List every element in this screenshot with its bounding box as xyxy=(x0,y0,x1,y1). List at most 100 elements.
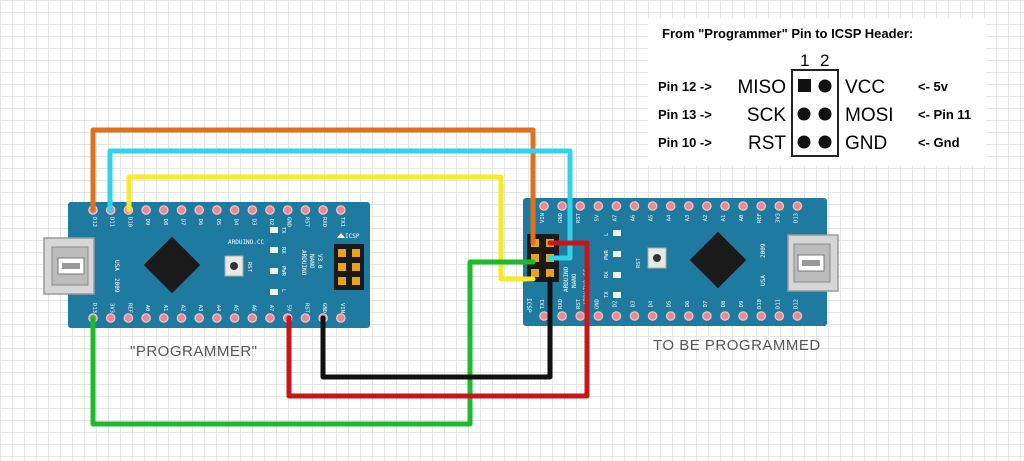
programmer-leds xyxy=(270,227,278,295)
target-bottom-pin-label: D10 xyxy=(757,299,763,309)
programmer-bottom-pad-a2 xyxy=(176,313,187,323)
target-top-pad-gnd xyxy=(557,201,567,211)
target-top-pin-label: 5V xyxy=(594,214,600,221)
programmer-led-rx: RX xyxy=(280,247,286,254)
programmer-bottom-pad-3v3 xyxy=(105,313,116,323)
programmer-top-pin-label: D3 xyxy=(250,219,256,226)
programmer-top-pin-label: D2 xyxy=(268,219,274,226)
target-bottom-pin-label: D4 xyxy=(649,300,655,307)
programmer-top-pin-label: RST xyxy=(303,217,309,228)
icsp-pin-2 xyxy=(818,79,832,93)
programmer-top-pin-label: D9 xyxy=(144,219,150,226)
programmer-bottom-pad-a3 xyxy=(194,313,204,323)
icsp-legend: From "Programmer" Pin to ICSP Header: 1 … xyxy=(648,18,986,166)
programmer-bottom-pin-label: A1 xyxy=(162,305,168,312)
wire-orange-d12-to-miso xyxy=(90,127,536,246)
legend-row-2-dest: <- Pin 11 xyxy=(918,107,971,122)
programmer-top-pin-label: D7 xyxy=(180,219,186,226)
legend-row-2-source: Pin 13 -> xyxy=(658,107,712,122)
icsp-header-outline xyxy=(791,69,839,157)
target-top-pin-label: A1 xyxy=(721,215,727,222)
target-usb-text: USA xyxy=(760,275,767,286)
legend-row-3-dest: <- Gnd xyxy=(918,135,960,150)
programmer-led-tx: TX xyxy=(280,227,286,234)
target-top-pad-3v3 xyxy=(774,201,785,211)
legend-row-3-right: GND xyxy=(845,133,887,154)
target-bottom-pin-label: D2 xyxy=(612,301,618,308)
target-leds xyxy=(613,230,621,298)
programmer-bottom-pad-a5 xyxy=(229,313,240,323)
target-bottom-pin-label: TX1 xyxy=(540,299,546,309)
wire-green-d13-to-sck xyxy=(90,259,536,427)
target-bottom-pin-label: RXO xyxy=(558,299,564,309)
legend-row-1-dest: <- 5v xyxy=(918,79,949,94)
target-top-pin-label: D13 xyxy=(793,213,799,223)
target-top-pad-a6 xyxy=(629,201,640,211)
target-bottom-pin-label: D3 xyxy=(631,301,637,308)
programmer-reset-knob xyxy=(230,262,238,270)
target-top-pad-a2 xyxy=(702,201,712,211)
legend-row-3-source: Pin 10 -> xyxy=(658,135,712,150)
programmer-rst-label: RST xyxy=(246,262,252,273)
target-name-line-1: ARDUINO xyxy=(563,266,570,292)
programmer-bottom-pin-label: A3 xyxy=(197,305,203,312)
programmer-top-pin-label: D8 xyxy=(162,219,168,226)
icsp-pin-6 xyxy=(818,135,832,149)
wire-cyan-d11-to-mosi xyxy=(107,148,573,261)
target-bottom-pad-d8 xyxy=(720,311,730,321)
programmer-top-pad-d5 xyxy=(212,205,222,215)
target-bottom-pad-d7 xyxy=(702,311,712,321)
programmer-board: USA 2009 RST ARDUINO.CC TX RX PWR L ARDU… xyxy=(43,202,370,328)
wire-yellow-d10-to-rst xyxy=(126,174,536,282)
target-top-pad-a4 xyxy=(665,201,676,211)
target-bottom-pad-d2 xyxy=(611,311,622,321)
icsp-pin-4 xyxy=(818,107,832,121)
target-top-pin-label: A3 xyxy=(685,215,691,222)
legend-row-2-left: SCK xyxy=(747,105,786,126)
programmer-bottom-pin-label: RST xyxy=(303,303,309,314)
target-top-pin-label: A7 xyxy=(612,215,618,222)
programmer-bottom-pin-label: VIN xyxy=(339,303,345,313)
target-led-tx: TX xyxy=(604,291,610,298)
legend-column-1: 1 xyxy=(800,51,809,70)
legend-row-2-right: MOSI xyxy=(845,105,894,126)
programmer-top-pad-d2 xyxy=(265,205,275,215)
target-bottom-pad-tx1 xyxy=(539,311,549,321)
programmer-bottom-pin-label: A5 xyxy=(233,305,239,312)
target-top-pad-a3 xyxy=(683,201,694,211)
programmer-usb-connector xyxy=(43,237,95,295)
programmer-top-pad-d9 xyxy=(141,205,151,215)
target-bottom-pin-label: D9 xyxy=(739,301,745,308)
target-pcb xyxy=(523,198,827,326)
target-top-pad-vin xyxy=(539,201,549,211)
programmer-top-pad-d3 xyxy=(247,205,258,215)
target-bottom-pad-d6 xyxy=(683,311,694,321)
programmer-bottom-pin-label: A7 xyxy=(268,305,274,312)
target-bottom-pad-d10 xyxy=(756,311,766,321)
programmer-bottom-pad-a7 xyxy=(265,313,275,323)
programmer-top-pin-label: D10 xyxy=(126,217,132,227)
target-top-pad-ref xyxy=(756,201,766,211)
target-bottom-pin-label: D5 xyxy=(667,301,673,308)
programmer-top-pin-label: D12 xyxy=(91,217,97,227)
programmer-top-pin-label: D11 xyxy=(109,217,115,227)
target-bottom-pad-d5 xyxy=(665,311,676,321)
programmer-bottom-pad-vin xyxy=(335,313,346,323)
programmer-bottom-pin-label: D13 xyxy=(91,303,97,313)
target-bottom-pad-d9 xyxy=(738,311,748,321)
target-label: TO BE PROGRAMMED xyxy=(653,337,821,354)
target-bottom-pin-label: GND xyxy=(594,299,600,309)
legend-title: From "Programmer" Pin to ICSP Header: xyxy=(662,26,913,41)
target-top-pad-a0 xyxy=(738,201,748,211)
programmer-top-pin-label: TX1 xyxy=(339,217,345,227)
icsp-pin-3 xyxy=(797,107,811,121)
target-usb-connector xyxy=(787,234,839,292)
programmer-top-pad-gnd xyxy=(282,205,293,215)
programmer-top-pad-d8 xyxy=(159,205,169,215)
programmer-bottom-pad-rst xyxy=(300,313,311,323)
target-year-text: 2009 xyxy=(760,243,767,258)
legend-row-1-source: Pin 12 -> xyxy=(658,79,712,94)
target-bottom-pad-d3 xyxy=(629,311,640,321)
